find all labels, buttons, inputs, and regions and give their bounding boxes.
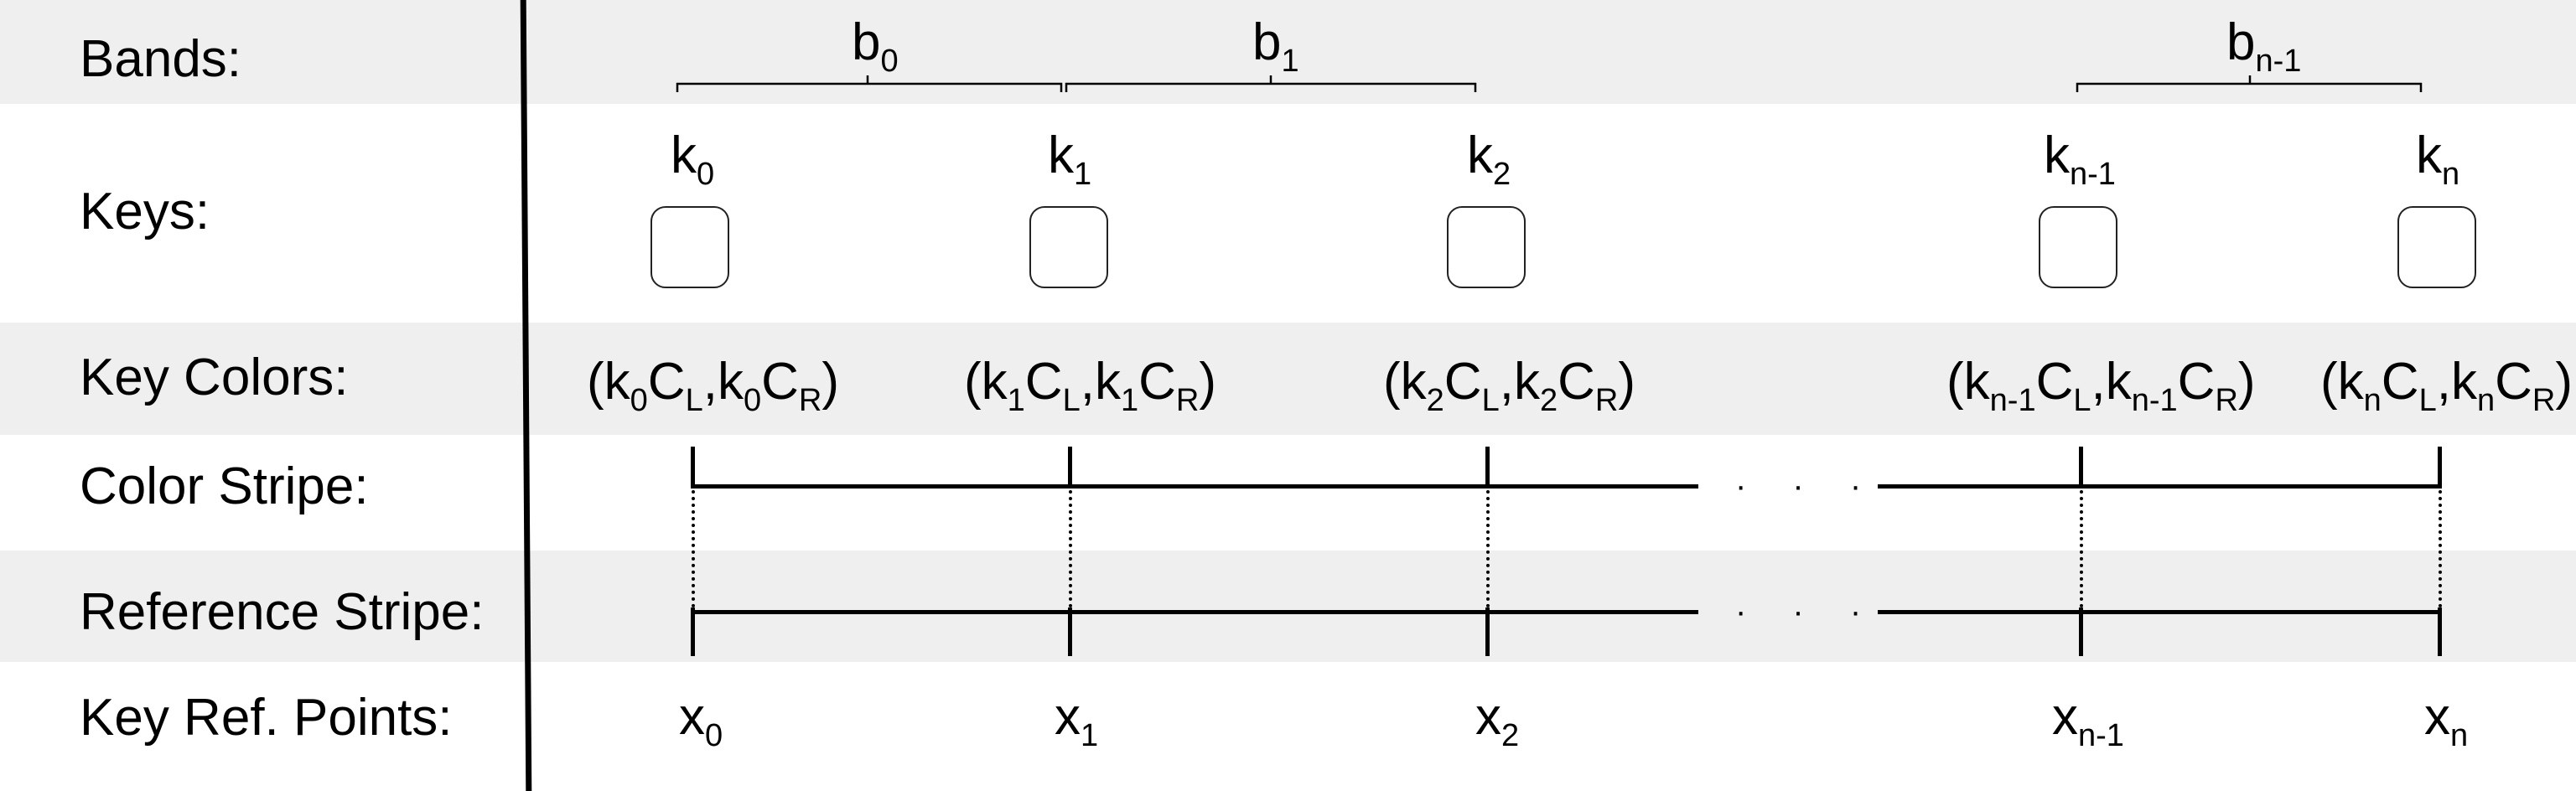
- key-color-label-kn-1: (kn-1CL,kn-1CR): [1946, 353, 2256, 418]
- reference-stripe-line-left: [692, 610, 1698, 614]
- reference-stripe-tick-x2: [1485, 607, 1490, 656]
- key-colors-row-bg: [0, 323, 2576, 435]
- key-label-k1: k1: [1048, 127, 1092, 192]
- connector-dotted-xn: [2439, 490, 2442, 607]
- band-brace-b1: [1065, 75, 1477, 92]
- ref-point-label-xn: xn: [2424, 688, 2469, 753]
- color-stripe-line-right: [1878, 484, 2441, 489]
- band-brace-b0: [676, 75, 1063, 92]
- color-stripe-tick-k2: [1485, 447, 1490, 489]
- connector-dotted-x2: [1486, 490, 1490, 607]
- ref-point-label-x2: x2: [1475, 688, 1520, 753]
- ref-point-label-x0: x0: [679, 688, 723, 753]
- row-label-key-ref-points: Key Ref. Points:: [80, 689, 453, 747]
- color-stripe-tick-k0: [691, 447, 695, 489]
- ref-point-label-x1: x1: [1055, 688, 1099, 753]
- key-color-label-k2: (k2CL,k2CR): [1383, 353, 1635, 418]
- connector-dotted-x0: [692, 490, 695, 607]
- connector-dotted-x1: [1069, 490, 1072, 607]
- reference-stripe-line-right: [1878, 610, 2441, 614]
- color-stripe-tick-kn-1: [2079, 447, 2083, 489]
- key-color-label-k0: (k0CL,k0CR): [587, 353, 839, 418]
- row-label-keys: Keys:: [80, 183, 210, 240]
- row-label-reference-stripe: Reference Stripe:: [80, 583, 485, 641]
- key-box-k2[interactable]: [1447, 206, 1526, 288]
- connector-dotted-xn-1: [2080, 490, 2083, 607]
- key-box-k1[interactable]: [1029, 206, 1108, 288]
- reference-stripe-tick-xn: [2438, 607, 2442, 656]
- row-label-key-colors: Key Colors:: [80, 349, 349, 406]
- key-color-label-kn: (knCL,knCR): [2320, 353, 2573, 418]
- color-stripe-line-left: [692, 484, 1698, 489]
- key-box-kn-1[interactable]: [2039, 206, 2117, 288]
- reference-stripe-ellipsis: · · ·: [1735, 593, 1880, 630]
- reference-stripe-tick-x0: [691, 607, 695, 656]
- band-brace-bn-1: [2076, 75, 2423, 92]
- color-stripe-tick-k1: [1068, 447, 1072, 489]
- band-label-b0: b0: [852, 13, 899, 79]
- reference-stripe-tick-xn-1: [2079, 607, 2083, 656]
- reference-stripe-row-bg: [0, 551, 2576, 662]
- ref-point-label-xn-1: xn-1: [2052, 688, 2124, 753]
- reference-stripe-tick-x1: [1068, 607, 1072, 656]
- bands-row-bg: [0, 0, 2576, 104]
- key-box-k0[interactable]: [650, 206, 729, 288]
- band-braces: [676, 75, 2423, 92]
- key-label-k0: k0: [671, 127, 715, 192]
- key-label-k2: k2: [1467, 127, 1511, 192]
- key-color-label-k1: (k1CL,k1CR): [964, 353, 1216, 418]
- row-label-bands: Bands:: [80, 30, 242, 88]
- key-label-kn: kn: [2416, 127, 2460, 192]
- color-stripe-tick-kn: [2438, 447, 2442, 489]
- color-stripe-ellipsis: · · ·: [1735, 468, 1880, 504]
- band-label-b1: b1: [1252, 13, 1299, 79]
- key-box-kn[interactable]: [2397, 206, 2476, 288]
- band-label-bn-1: bn-1: [2226, 13, 2302, 79]
- key-label-kn-1: kn-1: [2044, 127, 2116, 192]
- row-label-color-stripe: Color Stripe:: [80, 458, 369, 515]
